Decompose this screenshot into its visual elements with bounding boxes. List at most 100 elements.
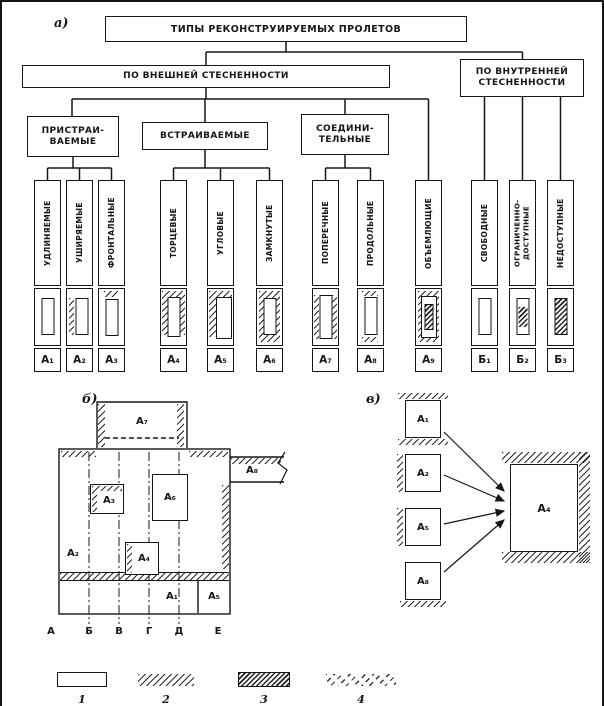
hatch-band (222, 485, 229, 569)
hatch-band (397, 508, 403, 546)
span-schematic-icon (256, 288, 283, 346)
type-code: Б₃ (547, 348, 574, 372)
hatch-band (127, 544, 132, 573)
type-name: УДЛИНЯЕМЫЕ (34, 180, 61, 286)
axis-letter-d: Д (174, 626, 184, 637)
plan-zone-a3: А₃ (90, 484, 124, 514)
axis-letter-a: А (47, 626, 55, 637)
type-name-label: СВОБОДНЫЕ (479, 203, 489, 263)
tree-title: ТИПЫ РЕКОНСТРУИРУЕМЫХ ПРОЛЕТОВ (105, 16, 467, 42)
group-attached: ПРИСТРАИ-ВАЕМЫЕ (27, 116, 119, 157)
legend-symbol-dashed-hatch (326, 674, 396, 686)
span-schematic-icon (471, 288, 498, 346)
span-schematic-icon (160, 288, 187, 346)
type-code: Б₂ (509, 348, 536, 372)
scheme-source-a2: А₂ (405, 454, 441, 492)
scheme-source-label: А₁ (416, 413, 430, 425)
group-connecting: СОЕДИНИ-ТЕЛЬНЫЕ (301, 114, 389, 155)
plan-zone-label: А₆ (163, 492, 177, 503)
span-rect (319, 295, 332, 339)
type-name-label: ТОРЦЕВЫЕ (168, 207, 178, 259)
scheme-source-label: А₂ (416, 467, 430, 479)
span-schematic-icon (509, 288, 536, 346)
span-schematic-icon (415, 288, 442, 346)
type-name: ПОПЕРЕЧНЫЕ (312, 180, 339, 286)
legend-symbol-outline-rect (57, 672, 107, 687)
type-name: ОБЪЕМЛЮЩИЕ (415, 180, 442, 286)
type-name-label: УШИРЯЕМЫЕ (74, 202, 84, 264)
type-name: УГЛОВЫЕ (207, 180, 234, 286)
type-column-b3: НЕДОСТУПНЫЕ Б₃ (547, 180, 574, 372)
hatch-band (400, 601, 446, 607)
axis-letter-b: Б (85, 626, 93, 637)
hatch-band (398, 439, 448, 445)
hatch-band (98, 404, 105, 447)
span-rect (105, 299, 118, 336)
hatch-band (61, 451, 96, 457)
plan-zone-a8-label: А₈ (245, 465, 259, 476)
span-schematic-icon (547, 288, 574, 346)
plan-zone-label: А₃ (102, 495, 116, 506)
legend-number-4: 4 (357, 693, 365, 706)
span-schematic-icon (34, 288, 61, 346)
type-name-label: ОГРАНИЧЕННО-ДОСТУПНЫЕ (513, 199, 531, 267)
hatch-band (579, 452, 590, 563)
plan-zone-a5-label: А₅ (207, 591, 221, 602)
type-column-a6: ЗАМКНУТЫЕ А₆ (256, 180, 283, 372)
plan-zone-a1-label: А₁ (165, 591, 179, 602)
span-schematic-icon (66, 288, 93, 346)
type-name: ПРОДОЛЬНЫЕ (357, 180, 384, 286)
plan-zone-a7-label: А₇ (135, 416, 149, 427)
hatch-band (92, 486, 97, 512)
type-code: А₁ (34, 348, 61, 372)
type-code: А₆ (256, 348, 283, 372)
type-column-a9: ОБЪЕМЛЮЩИЕ А₉ (415, 180, 442, 372)
part-v-label: в) (366, 392, 381, 407)
axis-letter-v: В (115, 626, 123, 637)
type-name-label: ЗАМКНУТЫЕ (264, 204, 274, 262)
legend-number-2: 2 (162, 693, 170, 706)
axis-letter-g: Г (145, 626, 153, 637)
type-column-a2: УШИРЯЕМЫЕ А₂ (66, 180, 93, 372)
plan-zone-label: А₄ (137, 553, 151, 564)
type-column-a1: УДЛИНЯЕМЫЕ А₁ (34, 180, 61, 372)
type-code: А₇ (312, 348, 339, 372)
hatch-band (502, 452, 590, 463)
legend-symbol-light-hatch (138, 674, 194, 686)
legend-symbol-dense-hatch (238, 672, 290, 687)
span-schematic-icon (357, 288, 384, 346)
span-schematic-icon (207, 288, 234, 346)
scheme-source-a8: А₈ (405, 562, 441, 600)
hatch-band (92, 486, 122, 491)
type-code: Б₁ (471, 348, 498, 372)
type-column-a3: ФРОНТАЛЬНЫЕ А₃ (98, 180, 125, 372)
hatch-band (398, 393, 448, 399)
span-rect (167, 297, 180, 337)
type-code: А₅ (207, 348, 234, 372)
scheme-source-a1: А₁ (405, 400, 441, 438)
hatch-band (177, 404, 184, 447)
branch-internal: ПО ВНУТРЕННЕЙ СТЕСНЕННОСТИ (460, 59, 584, 97)
plan-zone-a2-label: А₂ (66, 548, 80, 559)
type-name: ФРОНТАЛЬНЫЕ (98, 180, 125, 286)
type-name-label: УДЛИНЯЕМЫЕ (42, 200, 52, 266)
type-name-label: ПРОДОЛЬНЫЕ (365, 200, 375, 266)
type-name-label: ФРОНТАЛЬНЫЕ (106, 197, 116, 269)
type-name-label: УГЛОВЫЕ (215, 211, 225, 255)
type-name: СВОБОДНЫЕ (471, 180, 498, 286)
part-a-label: а) (54, 16, 69, 31)
type-code: А₃ (98, 348, 125, 372)
type-name-label: ОБЪЕМЛЮЩИЕ (423, 197, 433, 269)
span-rect (478, 298, 491, 335)
span-rect (263, 298, 276, 335)
span-rect (41, 298, 54, 335)
span-rect (75, 298, 88, 335)
span-rect (516, 298, 529, 335)
type-column-a7: ПОПЕРЕЧНЫЕ А₇ (312, 180, 339, 372)
part-b-label: б) (82, 392, 98, 407)
type-code: А₄ (160, 348, 187, 372)
scheme-source-label: А₅ (416, 521, 430, 533)
type-name: ОГРАНИЧЕННО-ДОСТУПНЫЕ (509, 180, 536, 286)
